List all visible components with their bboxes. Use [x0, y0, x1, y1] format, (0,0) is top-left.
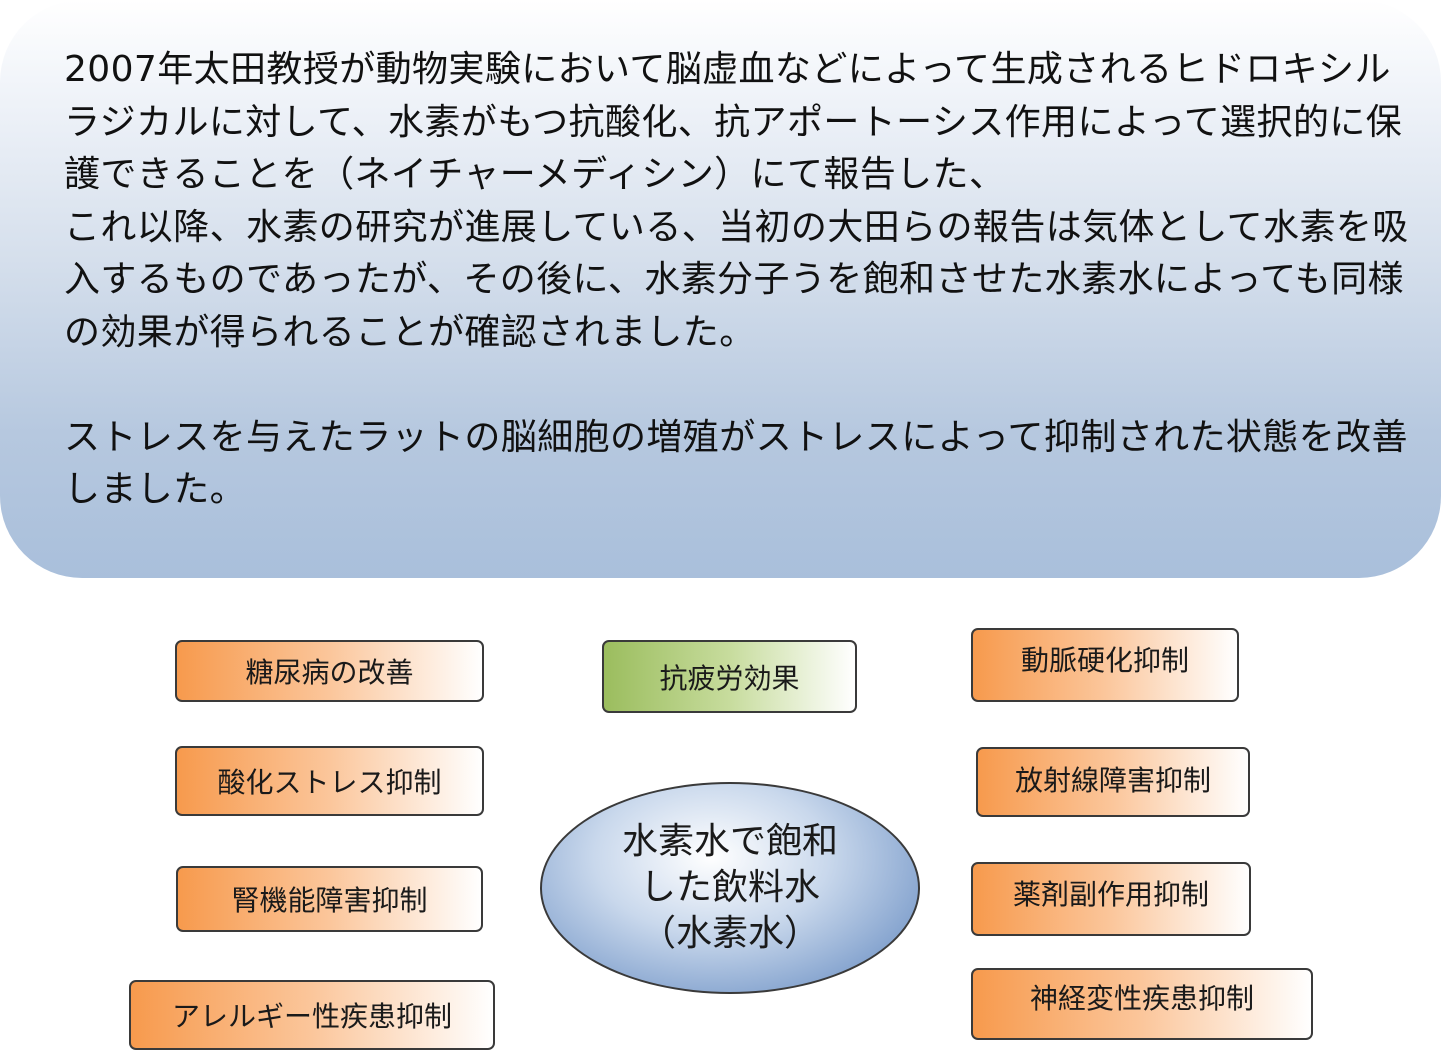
effect-allergy-box: アレルギー性疾患抑制 [129, 980, 495, 1050]
center-label-line2: した飲料水 [639, 867, 820, 908]
effect-diabetes-box: 糖尿病の改善 [175, 640, 484, 702]
paragraph-spacer [64, 359, 1416, 412]
center-label-line1: 水素水で飽和 [621, 821, 838, 862]
effect-oxidative-stress-box: 酸化ストレス抑制 [175, 746, 484, 816]
effect-drug-side-effects-box: 薬剤副作用抑制 [971, 862, 1251, 936]
description-panel: 2007年太田教授が動物実験において脳虚血などによって生成されるヒドロキシルラジ… [0, 0, 1441, 578]
effect-anti-fatigue-box: 抗疲労効果 [602, 640, 857, 713]
paragraph-rat-study: ストレスを与えたラットの脳細胞の増殖がストレスによって抑制された状態を改善しまし… [64, 416, 1408, 511]
paragraph-research-progress: これ以降、水素の研究が進展している、当初の大田らの報告は気体として水素を吸入する… [64, 206, 1409, 353]
center-label-line3: （水素水） [639, 913, 820, 954]
hydrogen-water-ellipse: 水素水で飽和 した飲料水 （水素水） [540, 782, 920, 994]
effect-radiation-box: 放射線障害抑制 [976, 747, 1250, 817]
effect-neurodegenerative-box: 神経変性疾患抑制 [971, 968, 1313, 1040]
description-text: 2007年太田教授が動物実験において脳虚血などによって生成されるヒドロキシルラジ… [64, 44, 1416, 517]
effect-arteriosclerosis-box: 動脈硬化抑制 [971, 628, 1239, 702]
paragraph-research-origin: 2007年太田教授が動物実験において脳虚血などによって生成されるヒドロキシルラジ… [64, 49, 1403, 195]
effect-renal-box: 腎機能障害抑制 [176, 866, 483, 932]
